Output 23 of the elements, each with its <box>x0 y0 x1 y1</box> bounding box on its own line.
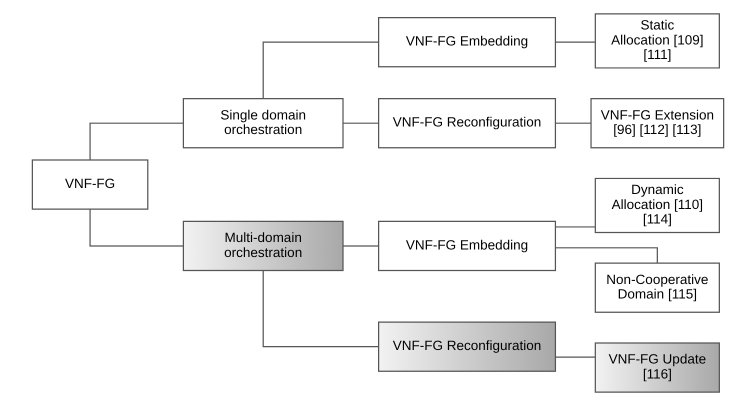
node-box: VNF-FG Update [116] <box>594 342 720 392</box>
connector <box>262 270 378 347</box>
node-box: VNF-FG Embedding <box>378 16 556 67</box>
connector <box>262 41 378 98</box>
node-box: VNF-FG Embedding <box>378 220 556 271</box>
connector <box>554 246 658 263</box>
connector <box>554 41 595 42</box>
connector <box>342 122 378 124</box>
connector <box>88 208 183 246</box>
node-box: VNF-FG Reconfiguration <box>378 98 556 148</box>
connector <box>554 122 590 124</box>
node-box: VNF-FG Extension [96] [112] [113] <box>590 98 724 148</box>
node-box: VNF-FG Reconfiguration <box>378 320 556 372</box>
connector <box>554 226 595 228</box>
node-box: Non-Cooperative Domain [115] <box>594 262 720 312</box>
node-box: Single domain orchestration <box>182 98 344 148</box>
connector <box>342 244 378 246</box>
node-box: Multi-domain orchestration <box>182 220 344 271</box>
connector <box>88 122 183 160</box>
connector <box>554 356 595 358</box>
node-box: Dynamic Allocation [110] [114] <box>594 177 720 233</box>
node-box: Static Allocation [109] [111] <box>594 12 720 68</box>
node-box: VNF-FG <box>31 158 148 210</box>
